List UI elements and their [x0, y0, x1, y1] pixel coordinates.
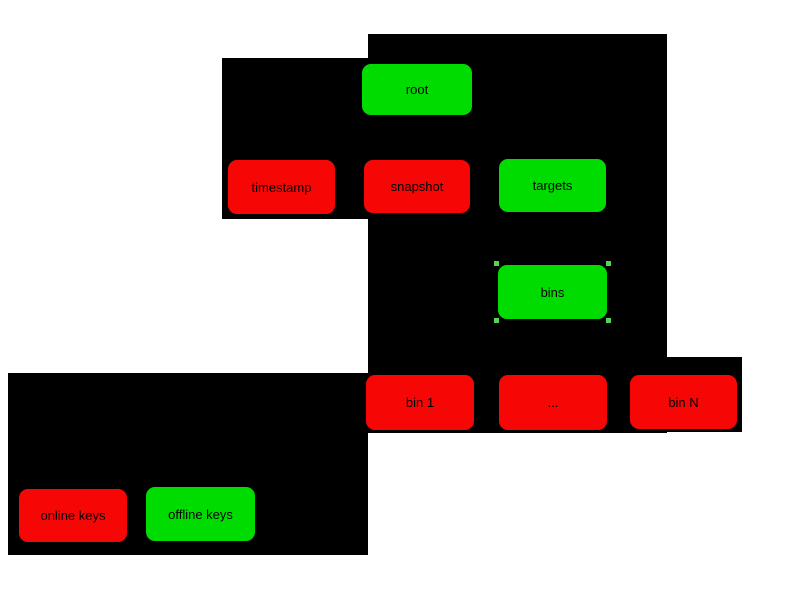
node-root[interactable]: root	[361, 63, 473, 116]
legend-online-keys[interactable]: online keys	[18, 488, 128, 543]
node-timestamp[interactable]: timestamp	[227, 159, 336, 215]
node-bin-n-label: bin N	[668, 394, 699, 410]
selection-handle[interactable]	[606, 261, 611, 266]
legend-offline-keys[interactable]: offline keys	[145, 486, 256, 542]
node-root-label: root	[405, 82, 429, 97]
selection-handle[interactable]	[494, 318, 499, 323]
node-targets[interactable]: targets	[498, 158, 607, 213]
node-bin-1[interactable]: bin 1	[365, 374, 475, 431]
node-timestamp-label: timestamp	[251, 179, 312, 195]
node-bins[interactable]: bins	[494, 261, 611, 323]
node-bin-n[interactable]: bin N	[629, 374, 738, 430]
legend-offline-keys-label: offline keys	[168, 506, 233, 522]
selection-handle[interactable]	[494, 261, 499, 266]
node-bin-ellipsis[interactable]: ...	[498, 374, 608, 431]
selection-handle[interactable]	[606, 318, 611, 323]
node-targets-label: targets	[532, 178, 573, 193]
node-snapshot[interactable]: snapshot	[363, 159, 471, 214]
legend-online-keys-label: online keys	[40, 508, 106, 523]
node-bin-1-label: bin 1	[405, 395, 435, 410]
node-bin-ellipsis-label: ...	[547, 395, 559, 410]
node-bins-label: bins	[540, 284, 565, 300]
node-snapshot-label: snapshot	[390, 179, 444, 194]
